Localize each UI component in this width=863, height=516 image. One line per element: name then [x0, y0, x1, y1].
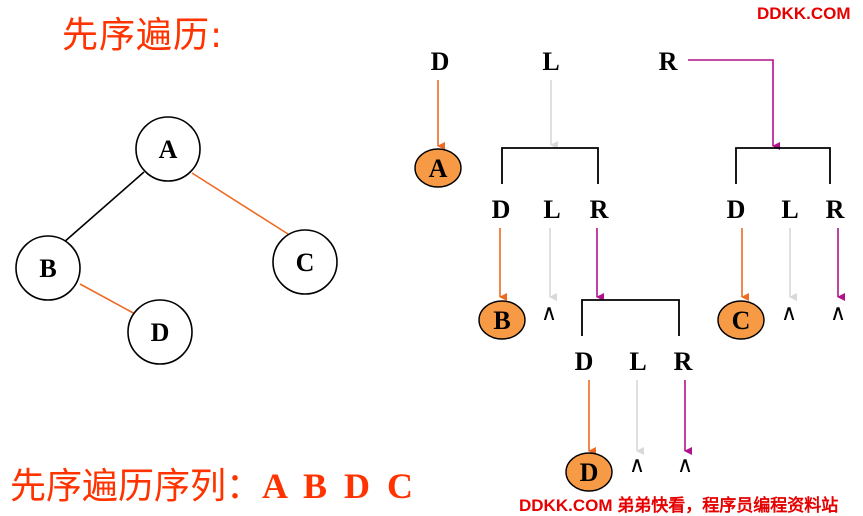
group-a-right-d-label: D — [727, 195, 746, 224]
visit-node-d — [565, 452, 613, 492]
bracket-b-right — [581, 299, 680, 336]
null-b-left: ∧ — [541, 301, 557, 326]
visit-node-d-label: D — [580, 458, 599, 487]
binary-tree: A B C D — [15, 116, 338, 365]
page-title: 先序遍历: — [62, 15, 224, 56]
null-d-right: ∧ — [677, 453, 693, 478]
tree-node-a-label: A — [159, 135, 178, 164]
null-d-left: ∧ — [629, 453, 645, 478]
bracket-a-right — [735, 147, 831, 184]
preorder-sequence: 先序遍历序列：A B D C — [10, 457, 417, 509]
visit-node-b-label: B — [493, 306, 510, 335]
group-b-right-l-label: L — [629, 347, 646, 376]
tree-edge-a-c — [191, 172, 289, 235]
sequence-letters: A B D C — [262, 466, 418, 506]
sequence-label: 先序遍历序列： — [10, 466, 263, 507]
group-a-left-l-label: L — [543, 195, 560, 224]
brand-watermark-bottom: DDKK.COM 弟弟快看，程序员编程资料站 — [519, 496, 839, 515]
visit-node-c-label: C — [732, 306, 751, 335]
group-b-right-r-label: R — [674, 347, 693, 376]
tree-node-b-label: B — [39, 254, 56, 283]
null-c-left: ∧ — [781, 301, 797, 326]
top-dlr: D L R — [431, 47, 678, 76]
visit-node-a — [414, 148, 462, 188]
group-a-left-d-label: D — [492, 195, 511, 224]
tree-edge-a-b — [62, 171, 145, 244]
visit-node-b — [478, 300, 526, 340]
tree-node-c — [272, 229, 338, 295]
top-l-label: L — [542, 47, 559, 76]
null-c-right: ∧ — [830, 301, 846, 326]
top-r-label: R — [659, 47, 678, 76]
group-a-right-r-label: R — [826, 195, 845, 224]
tree-node-c-label: C — [296, 248, 315, 277]
visit-node-a-label: A — [429, 154, 448, 183]
group-a-right-l-label: L — [781, 195, 798, 224]
tree-edge-b-d — [79, 283, 138, 316]
group-b-right-d-label: D — [575, 347, 594, 376]
top-d-label: D — [431, 47, 450, 76]
bracket-a-left — [501, 147, 599, 184]
tree-node-a — [135, 116, 201, 182]
tree-node-d — [127, 299, 193, 365]
tree-node-d-label: D — [151, 318, 170, 347]
group-a-left-r-label: R — [590, 195, 609, 224]
tree-node-b — [15, 235, 81, 301]
visit-node-c — [717, 300, 765, 340]
brand-watermark-top: DDKK.COM — [757, 4, 851, 23]
arrow-top-r — [688, 59, 780, 150]
